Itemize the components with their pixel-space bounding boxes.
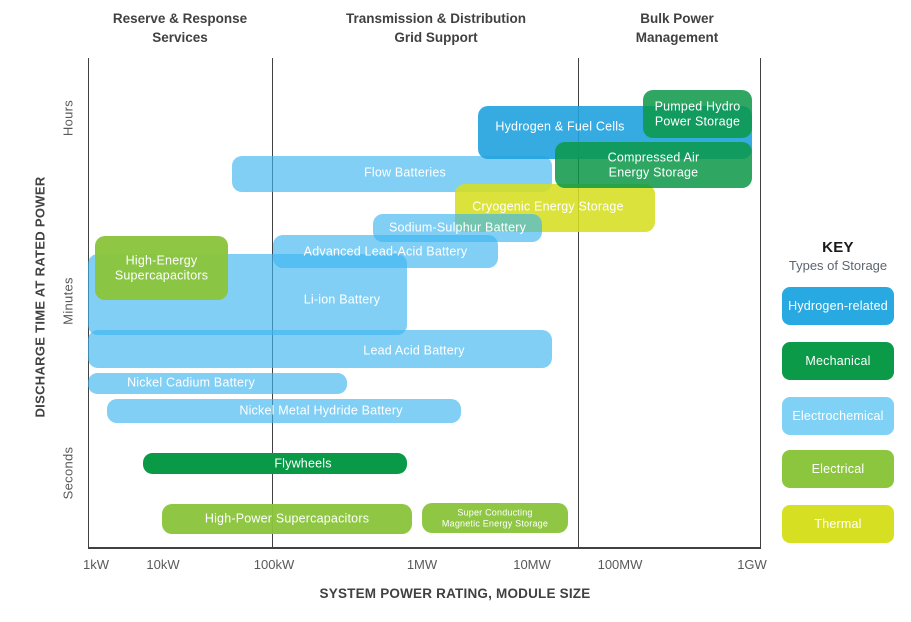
label-line: Pumped Hydro: [654, 99, 741, 114]
label-line: Nickel Metal Hydride Battery: [239, 403, 403, 418]
label-line: Sodium-Sulphur Battery: [388, 220, 527, 235]
region-divider-1: [578, 58, 579, 548]
flow-batteries-label: Flow Batteries: [364, 166, 446, 181]
x-tick-10MW: 10MW: [513, 557, 551, 572]
key-swatch-label: Electrical: [811, 462, 865, 476]
key-title: KEY: [822, 239, 854, 256]
label-line: Flow Batteries: [364, 165, 446, 180]
key-swatch-mechanical: Mechanical: [782, 342, 894, 380]
plot-right-border: [760, 58, 761, 548]
nickel-metal-hydride-battery-label: Nickel Metal Hydride Battery: [239, 404, 402, 419]
column-header-line: Grid Support: [394, 30, 478, 45]
advanced-lead-acid-battery-box: [273, 235, 498, 268]
sodium-sulphur-battery-label: Sodium-Sulphur Battery: [389, 221, 526, 236]
x-axis-title: SYSTEM POWER RATING, MODULE SIZE: [319, 586, 591, 601]
key-swatch-hydrogen: Hydrogen-related: [782, 287, 894, 325]
label-line: Magnetic Energy Storage: [441, 518, 549, 528]
key-subtitle: Types of Storage: [788, 258, 888, 273]
flywheels-label: Flywheels: [274, 457, 331, 472]
compressed-air-energy-storage-box: [555, 142, 752, 188]
label-line: Energy Storage: [608, 165, 699, 179]
key-header: KEY Types of Storage: [782, 239, 894, 273]
label-line: High-Energy: [125, 253, 198, 268]
key-swatch-electrical: Electrical: [782, 450, 894, 488]
column-header-line: Services: [152, 30, 208, 45]
label-line: High-Power Supercapacitors: [204, 511, 370, 526]
x-tick-10kW: 10kW: [146, 557, 180, 572]
label-line: Flywheels: [274, 456, 332, 471]
flywheels-box: [143, 453, 407, 474]
label-line: Power Storage: [654, 114, 741, 128]
li-ion-battery-label: Li-ion Battery: [304, 293, 380, 308]
column-header-line: Bulk Power: [640, 11, 714, 26]
x-tick-1GW: 1GW: [737, 557, 767, 572]
column-header-line: Management: [635, 30, 719, 45]
key-swatch-label: Thermal: [814, 517, 862, 531]
label-line: Lead Acid Battery: [363, 343, 465, 358]
pumped-hydro-power-storage-box: [643, 90, 752, 138]
x-tick-1MW: 1MW: [406, 557, 438, 572]
high-power-supercapacitors-label: High-Power Supercapacitors: [205, 512, 369, 527]
x-tick-1kW: 1kW: [83, 557, 109, 572]
key-swatch-thermal: Thermal: [782, 505, 894, 543]
y-category-minutes: Minutes: [60, 277, 76, 325]
y-category-hours: Hours: [60, 99, 76, 137]
key-swatch-label: Electrochemical: [792, 409, 884, 423]
hydrogen-fuel-cells-label: Hydrogen & Fuel Cells: [495, 120, 624, 135]
cryogenic-energy-storage-label: Cryogenic Energy Storage: [472, 200, 623, 215]
nickel-cadium-battery-label: Nickel Cadium Battery: [127, 376, 255, 391]
lead-acid-battery-box: [88, 330, 552, 368]
label-line: Hydrogen & Fuel Cells: [495, 119, 625, 134]
nickel-cadium-battery-box: [88, 373, 347, 394]
label-line: Supercapacitors: [114, 268, 209, 282]
lead-acid-battery-label: Lead Acid Battery: [363, 344, 464, 359]
label-line: Cryogenic Energy Storage: [472, 199, 624, 214]
advanced-lead-acid-battery-label: Advanced Lead-Acid Battery: [304, 244, 468, 259]
column-header-line: Transmission & Distribution: [345, 11, 527, 26]
super-conducting-magnetic-energy-storage-box: [422, 503, 568, 533]
high-energy-supercapacitors-box: [95, 236, 228, 300]
key-swatch-label: Mechanical: [805, 354, 871, 368]
column-header-line: Reserve & Response: [112, 11, 248, 26]
nickel-metal-hydride-battery-box: [107, 399, 461, 423]
label-line: Compressed Air: [607, 150, 700, 165]
label-line: Super Conducting: [457, 507, 533, 518]
x-axis-line: [88, 547, 761, 549]
key-swatch-electrochemical: Electrochemical: [782, 397, 894, 435]
x-tick-100kW: 100kW: [253, 557, 295, 572]
label-line: Advanced Lead-Acid Battery: [303, 244, 468, 259]
high-power-supercapacitors-box: [162, 504, 412, 534]
y-axis-title: DISCHARGE TIME AT RATED POWER: [32, 176, 48, 418]
label-line: Nickel Cadium Battery: [127, 375, 255, 390]
y-category-seconds: Seconds: [60, 446, 76, 500]
x-tick-100MW: 100MW: [597, 557, 643, 572]
key-swatch-label: Hydrogen-related: [788, 299, 888, 313]
label-line: Li-ion Battery: [303, 292, 381, 307]
